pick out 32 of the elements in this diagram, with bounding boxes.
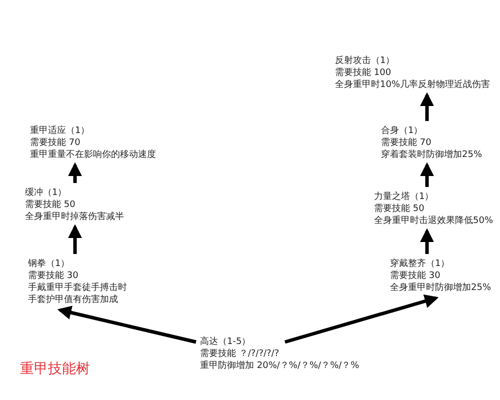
skill-requirement: 需要技能 30 <box>390 270 442 282</box>
diagram-title: 重甲技能树 <box>20 360 90 378</box>
skill-title: 反射攻击（1） <box>335 55 396 67</box>
skill-description: 重甲防御增加 20%/？%/？%/？%/？% <box>200 360 360 372</box>
arrow <box>420 92 434 121</box>
skill-description: 穿着套装时防御增加25% <box>381 149 482 161</box>
arrow <box>68 224 82 254</box>
arrow <box>284 294 439 344</box>
skill-description: 全身重甲时防御增加25% <box>390 282 492 294</box>
skill-requirement: 需要技能 50 <box>25 199 76 211</box>
arrow <box>420 162 434 187</box>
skill-description: 重甲重量不在影响你的移动速度 <box>30 149 156 161</box>
arrow <box>57 306 196 344</box>
skill-title: 缓冲（1） <box>25 187 68 199</box>
skill-description: 手戴重甲手套徒手搏击时手套护甲值有伤害加成 <box>28 282 128 306</box>
skill-title: 力量之塔（1） <box>374 191 435 203</box>
skill-description: 全身重甲时10%几率反射物理近战伤害 <box>335 79 490 91</box>
skill-requirement: 需要技能 70 <box>381 137 432 149</box>
skill-requirement: 需要技能 ？/?/?/?/? <box>200 348 280 360</box>
skill-requirement: 需要技能 100 <box>335 67 392 79</box>
skill-title: 合身（1） <box>381 125 424 137</box>
arrow <box>68 162 82 183</box>
skill-title: 重甲适应（1） <box>30 125 91 137</box>
skill-requirement: 需要技能 70 <box>30 137 82 149</box>
skill-requirement: 需要技能 50 <box>374 203 426 215</box>
skill-description: 全身重甲时掉落伤害减半 <box>25 211 124 223</box>
skill-description: 全身重甲时击退效果降低50% <box>374 215 494 227</box>
skill-title: 穿戴整齐（1） <box>390 258 451 270</box>
skill-title: 钢拳（1） <box>28 258 71 270</box>
skill-title: 高达（1-5） <box>200 336 252 348</box>
skill-requirement: 需要技能 30 <box>28 270 80 282</box>
arrow <box>420 228 434 254</box>
